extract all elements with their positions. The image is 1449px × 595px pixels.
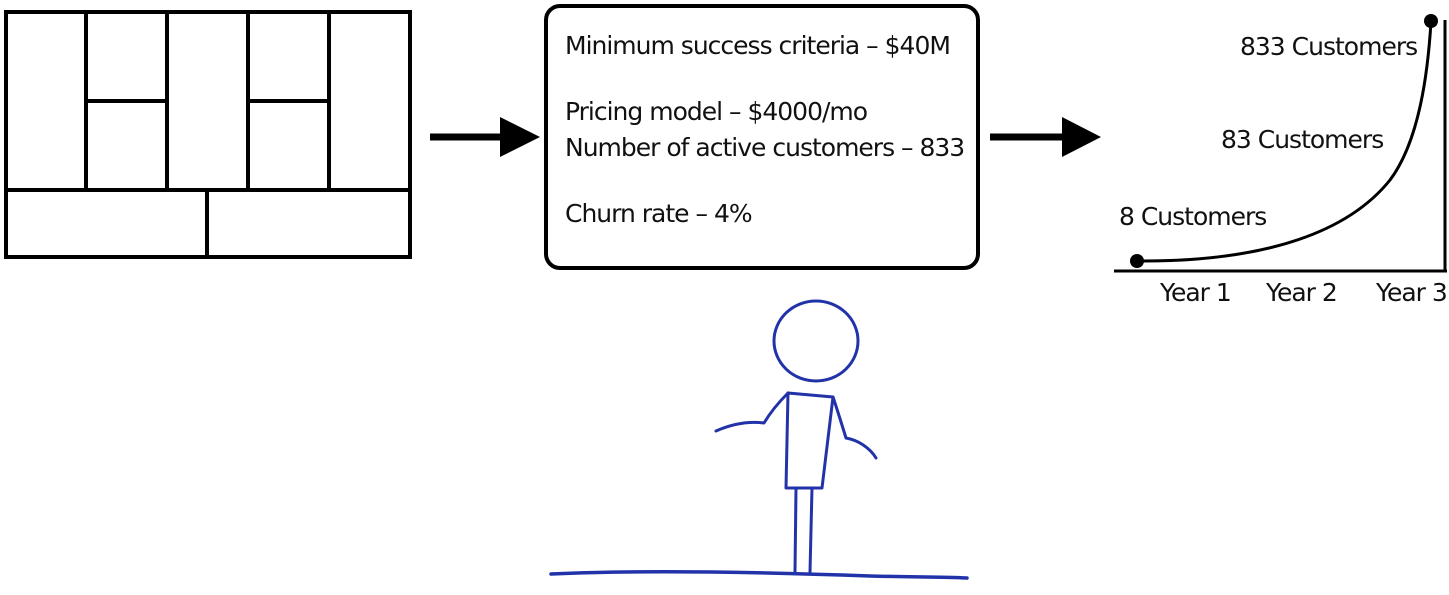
criteria-box — [544, 4, 980, 270]
criteria-item-success: Minimum success criteria – $40M — [565, 31, 951, 60]
chart-point-label: 833 Customers — [1240, 32, 1418, 61]
figure-right-arm — [831, 395, 878, 460]
figure-torso — [784, 391, 835, 490]
chart-x-label: Year 1 — [1160, 278, 1232, 307]
chart-point-label: 8 Customers — [1119, 202, 1267, 231]
growth-chart — [1114, 14, 1447, 273]
figure-left-arm — [714, 391, 790, 433]
figure-head — [772, 299, 860, 383]
end-point-dot — [1424, 14, 1438, 28]
arrow-right-icon — [990, 117, 1101, 157]
criteria-list: Minimum success criteria – $40M Pricing … — [565, 28, 975, 232]
criteria-item-customers: Number of active customers – 833 — [565, 133, 965, 162]
arrow-right-icon — [430, 117, 540, 157]
criteria-item-churn: Churn rate – 4% — [565, 199, 753, 228]
figure-legs — [793, 486, 814, 574]
chart-point-label: 83 Customers — [1221, 125, 1384, 154]
chart-x-label: Year 3 — [1376, 278, 1448, 307]
stick-figure — [549, 299, 969, 580]
start-point-dot — [1130, 254, 1144, 268]
chart-x-label: Year 2 — [1266, 278, 1338, 307]
ground-line — [549, 570, 969, 580]
growth-curve — [1136, 21, 1433, 263]
criteria-item-pricing: Pricing model – $4000/mo — [565, 97, 868, 126]
business-model-canvas — [4, 10, 412, 259]
